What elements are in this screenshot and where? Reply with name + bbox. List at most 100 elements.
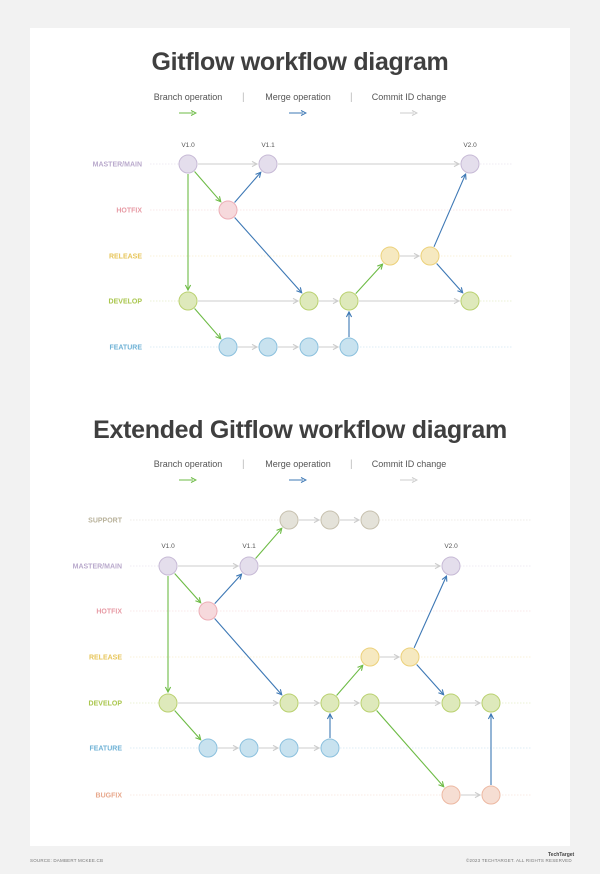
lane-label-develop: DEVELOP [89,701,123,708]
commit-arrow-head [313,699,321,707]
commit-arrow-head [353,516,361,524]
commit-node-feature [239,738,259,758]
lane-label-release: RELEASE [89,655,122,662]
version-label: V1.0 [161,543,175,550]
branch-arrow [355,263,383,294]
legend-separator: | [350,459,353,470]
commit-node-support [320,510,340,530]
branch-arrow [376,710,445,788]
legend-commit: Commit ID change [354,459,464,483]
commit-arrow-head [413,252,421,260]
commit-arrow-head [393,653,401,661]
merge-arrow-head [457,287,464,294]
merge-arrow-head [345,310,353,318]
legend-branch: Branch operation [133,92,243,116]
commit-arrow-head [272,744,280,752]
commit-node-bugfix [441,785,461,805]
commit-arrow-head [313,744,321,752]
branch-arrow-head [215,333,222,340]
merge-arrow-head [276,689,283,696]
commit-node-feature [320,738,340,758]
commit-node-develop [320,693,340,713]
lane-label-master: MASTER/MAIN [73,564,122,571]
lane-label-develop: DEVELOP [109,299,143,306]
techtarget-logo: TechTarget [548,852,575,858]
branch-arrow [174,710,202,741]
branch-arrow-icon [179,110,197,116]
branch-arrow-head [195,597,202,604]
extended-gitflow-diagram: SUPPORT MASTER/MAIN HOTFIX RELEASE DEVELOP FE… [73,510,532,805]
diagram1-title: Gitflow workflow diagram [151,48,449,76]
version-label: V2.0 [444,543,458,550]
lane-label-feature: FEATURE [89,746,122,753]
lane-label-hotfix: HOTFIX [96,609,122,616]
branch-arrow-head [195,734,202,741]
commit-node-bugfix [481,785,501,805]
commit-node-release [360,647,380,667]
commit-arrow-head [332,297,340,305]
legend-separator: | [350,92,353,103]
version-label: V1.0 [181,142,195,149]
branch-arrow-head [184,284,192,292]
commit-node-develop [178,291,198,311]
version-label: V1.1 [242,543,256,550]
commit-node-release [420,246,440,266]
commit-node-master [258,154,278,174]
lane-label-bugfix: BUGFIX [96,793,123,800]
legend-merge-label: Merge operation [265,459,331,469]
diagram1-legend: Branch operation | Merge operation | Com… [0,92,600,126]
commit-node-develop [158,693,178,713]
legend-merge: Merge operation [243,459,353,483]
commit-arrow-head [434,562,442,570]
commit-node-feature [218,337,238,357]
commit-arrow-head [453,160,461,168]
merge-arrow [214,618,283,696]
commit-node-feature [258,337,278,357]
commit-arrow-head [272,699,280,707]
commit-node-develop [339,291,359,311]
merge-arrow-icon [289,110,307,116]
commit-arrow-head [313,516,321,524]
footer-source: SOURCE: DAMBERT MCKEE.CB [30,858,104,863]
merge-arrow-head [326,712,334,720]
commit-arrow-head [332,343,340,351]
merge-arrow-head [460,172,467,180]
commit-node-develop [481,693,501,713]
commit-node-develop [360,693,380,713]
commit-arrow-head [434,699,442,707]
version-label: V2.0 [463,142,477,149]
commit-arrow-icon [400,477,418,483]
branch-arrow-head [377,263,384,270]
commit-node-develop [460,291,480,311]
branch-arrow-head [215,196,222,203]
commit-node-master [441,556,461,576]
legend-merge: Merge operation [243,92,353,116]
commit-node-master [460,154,480,174]
legend-commit-label: Commit ID change [371,92,447,102]
branch-arrow-head [357,664,364,671]
commit-arrow-head [251,343,259,351]
branch-arrow-head [438,781,445,788]
lane-label-support: SUPPORT [88,518,123,525]
commit-node-master [178,154,198,174]
commit-arrow-head [292,343,300,351]
merge-arrow-head [438,689,445,696]
legend-branch: Branch operation [133,459,243,483]
branch-arrow-head [164,686,172,694]
legend-commit-label: Commit ID change [371,459,447,469]
commit-node-feature [339,337,359,357]
merge-arrow-head [296,287,303,294]
legend-separator: | [242,459,245,470]
merge-arrow [433,173,467,248]
commit-arrow-head [232,562,240,570]
merge-arrow [436,263,464,294]
commit-arrow-head [474,699,482,707]
commit-arrow-head [251,160,259,168]
commit-node-feature [299,337,319,357]
commit-arrow-head [453,297,461,305]
version-label: V1.1 [261,142,275,149]
commit-node-feature [279,738,299,758]
branch-arrow-icon [179,477,197,483]
lane-label-master: MASTER/MAIN [93,162,142,169]
lane-label-release: RELEASE [109,254,142,261]
